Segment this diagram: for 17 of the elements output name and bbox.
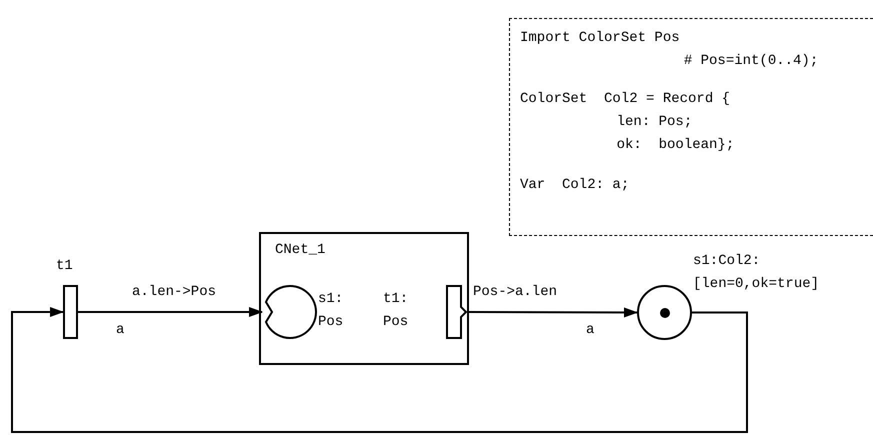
node-caption: s1:Col2: [len=0,ok=true] — [693, 252, 820, 294]
code-line: len: Pos; — [616, 113, 692, 132]
code-line: ok: boolean}; — [616, 136, 734, 155]
port-label: t1: Pos — [383, 290, 408, 332]
subnet-box — [259, 232, 469, 365]
arrow — [467, 307, 638, 318]
code-line: ColorSet Col2 = Record { — [520, 90, 730, 109]
subnet-name: CNet_1 — [275, 242, 326, 258]
node-caption: t1 — [56, 257, 74, 276]
port-label: s1: Pos — [318, 290, 344, 332]
code-line: # Pos=int(0..4); — [684, 52, 818, 71]
code-box — [509, 18, 873, 236]
code-line: Var Col2: a; — [520, 176, 630, 195]
arrow — [78, 307, 263, 317]
transition-bar — [63, 285, 78, 339]
arrow — [11, 307, 748, 433]
code-line: Import ColorSet Pos — [520, 29, 680, 48]
